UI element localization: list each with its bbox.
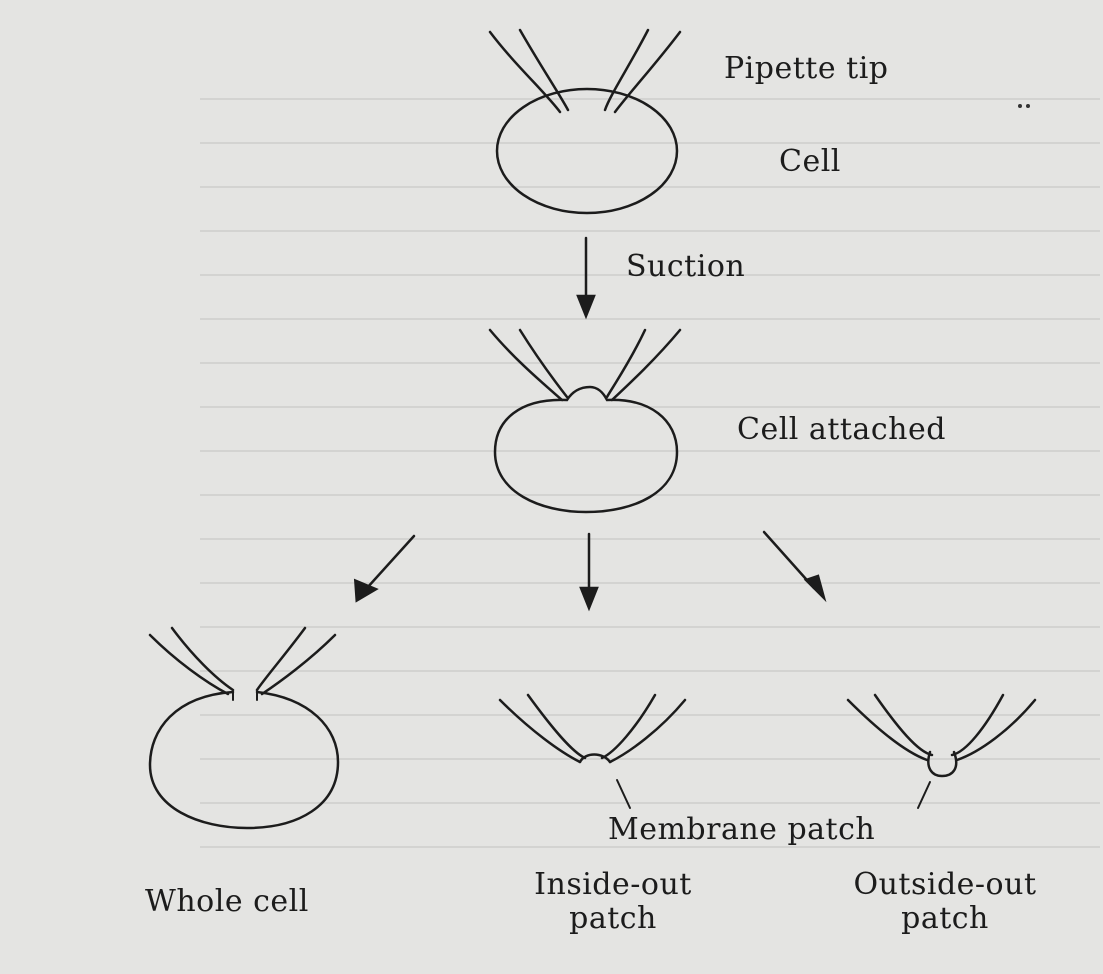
inside-out-label-line2: patch (569, 902, 657, 936)
cell-attached-pipette (490, 330, 680, 400)
inside-out-pipette (500, 695, 685, 762)
outside-out-label-line2: patch (901, 902, 989, 936)
pipette-tip-drawing (490, 30, 680, 112)
whole-cell-pipette (150, 628, 335, 694)
inside-out-patch-pointer (617, 780, 630, 808)
outside-out-label-line1: Outside-out (854, 868, 1037, 902)
arrow-to-inside-out (581, 534, 597, 608)
inside-out-label-line1: Inside-out (534, 868, 692, 902)
outside-out-patch-pointer (918, 782, 930, 808)
suction-arrow (578, 238, 594, 316)
scan-speck (1018, 104, 1022, 108)
cell-label: Cell (779, 145, 841, 179)
cell-drawing (497, 89, 677, 213)
whole-cell-body (150, 692, 338, 828)
suction-label: Suction (626, 250, 745, 284)
cell-attached-body (495, 387, 677, 512)
cell-attached-label: Cell attached (737, 413, 946, 447)
arrow-to-outside-out (764, 532, 824, 598)
scan-speck (1026, 104, 1030, 108)
outside-out-pipette (848, 695, 1035, 776)
membrane-patch-label: Membrane patch (608, 813, 875, 847)
pipette-tip-label: Pipette tip (724, 52, 889, 86)
whole-cell-label: Whole cell (145, 885, 309, 919)
arrow-to-whole-cell (355, 536, 414, 601)
